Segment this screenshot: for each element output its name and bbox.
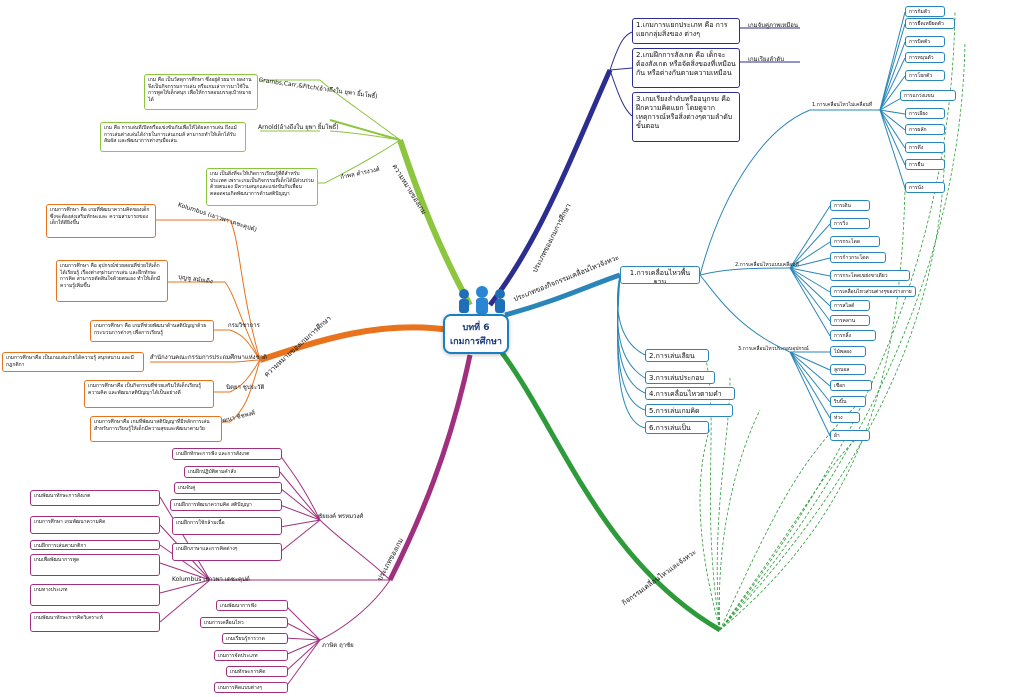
central-topic-line2: เกมการศึกษา — [450, 337, 502, 347]
move-sub3-item-3[interactable]: เชือก — [830, 380, 872, 391]
people-icon — [459, 286, 505, 314]
phasit-item-4[interactable]: เกมการจัดประเภท — [214, 650, 288, 661]
movement-type-4[interactable]: 4.การเคลื่อนไหวตามคำบรรยาย — [645, 387, 735, 400]
meaning-author-2[interactable]: Arnold(อ้างถึงใน ยุพา ยิ้มโพธิ์) — [258, 124, 339, 131]
edu-meaning-note-2[interactable]: เกมการศึกษา คือ อุปกรณ์ช่วยสอนที่ช่วยให้… — [56, 260, 168, 302]
move-sub1-item-4[interactable]: การหมุนตัว — [905, 52, 945, 63]
chaiyong-item-6[interactable]: เกมฝึกภาษาและการคิดต่างๆ — [172, 543, 282, 561]
branch-meaning-line-ext — [329, 119, 401, 141]
central-topic[interactable]: บทที่ 6 เกมการศึกษา — [443, 314, 509, 354]
phasit-item-2[interactable]: เกมการเคลื่อนไหว — [200, 617, 288, 628]
meaning-note-1[interactable]: เกม คือ เป็นวัสดุการศึกษา ซึ่งอยู่ด้วยมา… — [144, 74, 258, 110]
move-sub1-item-11[interactable]: การนั่ง — [905, 182, 945, 193]
move-sub2-item-9[interactable]: การกลิ้ง — [830, 330, 876, 341]
move-sub3-item-4[interactable]: ริบบิ้น — [830, 396, 866, 407]
move-sub3-item-1[interactable]: ไม้พลอง — [830, 346, 866, 357]
edu-type-2[interactable]: 2.เกมฝึกการสังเกต คือ เด็กจะต้องสังเกต ห… — [632, 48, 740, 88]
move-sub1-item-3[interactable]: การบิดตัว — [905, 36, 945, 47]
move-sub1-item-6[interactable]: การแกว่งแขน — [900, 90, 956, 101]
edu-meaning-note-3[interactable]: เกมการศึกษา คือ เกมที่ช่วยพัฒนาด้านสติปั… — [90, 320, 214, 342]
move-sub1-item-1[interactable]: การก้มตัว — [905, 6, 945, 17]
edu-meaning-note-4[interactable]: เกมการศึกษาคือ เป็นเกมเล่นง่ายได้ความรู้… — [2, 352, 144, 372]
branch-movement-types-line — [504, 272, 621, 318]
movement-type-6[interactable]: 6.การเล่นเป็นท่าทาง — [645, 421, 709, 434]
chaiyong-item-2[interactable]: เกมฝึกปฏิบัติตามคำสั่ง — [184, 466, 280, 478]
move-sub2-item-5[interactable]: การกระโดดเขย่งขาเดียว — [830, 270, 910, 281]
edu-meaning-note-5[interactable]: เกมการศึกษาคือ เป็นกิจกรรมที่ช่วยเสริมให… — [84, 380, 214, 408]
kolumbus-item-5[interactable]: เกมทางประเภท — [30, 584, 160, 606]
edu-type-note-1[interactable]: เกมจับคู่ภาพเหมือน — [748, 22, 798, 29]
move-sub3-item-6[interactable]: ผ้า — [830, 430, 870, 441]
edu-meaning-author-5[interactable]: นิตยา ชูประวัติ — [226, 384, 265, 391]
phasit-item-1[interactable]: เกมพัฒนาการฟัง — [216, 600, 288, 611]
chaiyong-item-4[interactable]: เกมฝึกการพัฒนาความคิด สติปัญญา — [170, 499, 282, 511]
move-sub1-item-5[interactable]: การโยกตัว — [905, 70, 945, 81]
edu-type-note-2[interactable]: เกมเรียงลำดับ — [748, 56, 785, 63]
move-sub1-item-2[interactable]: การยืดเหยียดตัว — [905, 18, 955, 29]
edu-meaning-note-1[interactable]: เกมการศึกษา คือ เกมที่พัฒนาความคิดของเด็… — [46, 204, 156, 238]
branch-movement-line — [497, 348, 722, 633]
movement-sub-2-label[interactable]: 2.การเคลื่อนไหวแบบเคลื่อนที่ — [735, 262, 799, 268]
phasit-item-5[interactable]: เกมทักษะการคิด — [226, 666, 288, 677]
game-types-author-3[interactable]: ภาษิต ฤาชัย — [322, 642, 354, 649]
game-types-author-1[interactable]: ชัยยงค์ พรหมวงศ์ — [318, 513, 364, 520]
chaiyong-item-3[interactable]: เกมจับคู่ — [174, 482, 282, 494]
central-topic-line1: บทที่ 6 — [462, 323, 490, 333]
phasit-item-6[interactable]: เกมการคิดแบบต่างๆ — [214, 682, 288, 693]
meaning-note-3[interactable]: เกม เป็นสิ่งที่จะให้เกิดการเรียนรู้ที่ดี… — [206, 168, 318, 206]
kolumbus-item-2[interactable]: เกมการศึกษา เกมพัฒนาความคิด — [30, 516, 160, 534]
kolumbus-item-1[interactable]: เกมพัฒนาทักษะการสังเกต — [30, 490, 160, 506]
chaiyong-item-1[interactable]: เกมฝึกทักษะการฟัง และการสังเกต — [172, 448, 282, 460]
kolumbus-item-4[interactable]: เกมเพื่อพัฒนาการพูด — [30, 554, 160, 576]
phasit-item-3[interactable]: เกมเรียนรู้การวาด — [222, 633, 288, 644]
kolumbus-item-6[interactable]: เกมพัฒนาทักษะการคิดวิเคราะห์ — [30, 612, 160, 632]
move-sub2-item-8[interactable]: การคลาน — [830, 315, 870, 326]
move-sub1-item-7[interactable]: การเอียง — [905, 108, 945, 119]
edu-meaning-author-4[interactable]: สำนักงานคณะกรรมการประถมศึกษาแห่งชาติ — [150, 354, 267, 361]
move-sub2-item-7[interactable]: การสไลด์ — [830, 300, 870, 311]
move-sub2-item-3[interactable]: การกระโดด — [830, 236, 880, 247]
move-sub2-item-1[interactable]: การเดิน — [830, 200, 870, 211]
movement-type-2[interactable]: 2.การเล่นเลียนแบบ — [645, 349, 709, 362]
kolumbus-item-3[interactable]: เกมฝึกการเล่นตามกติกา — [30, 540, 160, 550]
movement-type-main[interactable]: 1.การเคลื่อนไหวพื้นฐาน — [620, 266, 700, 284]
move-sub1-item-10[interactable]: การยืน — [905, 159, 945, 170]
movement-sub-3-label[interactable]: 3.การเคลื่อนไหวประกอบอุปกรณ์ — [738, 346, 809, 352]
game-types-author-2[interactable]: Kolumbus เยาวพา เดชะคุปต์ — [172, 576, 250, 583]
move-sub3-item-5[interactable]: ห่วง — [830, 412, 860, 423]
edu-meaning-note-6[interactable]: เกมการศึกษาคือ เกมที่พัฒนาสติปัญญาที่มีห… — [90, 416, 222, 442]
move-sub2-item-2[interactable]: การวิ่ง — [830, 218, 870, 229]
branch-edu-types-line — [488, 68, 613, 307]
branch-game-types-line — [387, 354, 473, 582]
movement-sub-1-label[interactable]: 1.การเคลื่อนไหวไม่เคลื่อนที่ — [812, 102, 873, 108]
edu-type-3[interactable]: 3.เกมเรียงลำดับหรืออนุกรม คือ ฝึกความคิด… — [632, 92, 740, 142]
edu-meaning-author-3[interactable]: กรมวิชาการ — [228, 322, 260, 329]
branch-meaning-line — [397, 139, 473, 307]
meaning-note-2[interactable]: เกม คือ การเล่นที่เปิดหรือแข่งขันกันเพื่… — [100, 122, 246, 152]
move-sub1-item-8[interactable]: การผลัก — [905, 124, 945, 135]
chaiyong-item-5[interactable]: เกมฝึกการใช้กล้ามเนื้อ — [172, 517, 282, 535]
movement-type-3[interactable]: 3.การเล่นประกอบเพลง — [645, 371, 715, 384]
move-sub3-item-2[interactable]: ลูกบอล — [830, 364, 866, 375]
move-sub2-item-6[interactable]: การเคลื่อนไหวส่วนต่างๆของร่างกาย — [830, 286, 916, 297]
move-sub1-item-9[interactable]: การดึง — [905, 142, 945, 153]
branch-edu-meaning-line — [259, 324, 451, 363]
move-sub2-item-4[interactable]: การก้าวกระโดด — [830, 252, 886, 263]
movement-type-5[interactable]: 5.การเล่นเกมคิดสร้างสรรค์ — [645, 404, 733, 417]
edu-type-1[interactable]: 1.เกมการแยกประเภท คือ การแยกกลุ่มสิ่งของ… — [632, 18, 740, 44]
